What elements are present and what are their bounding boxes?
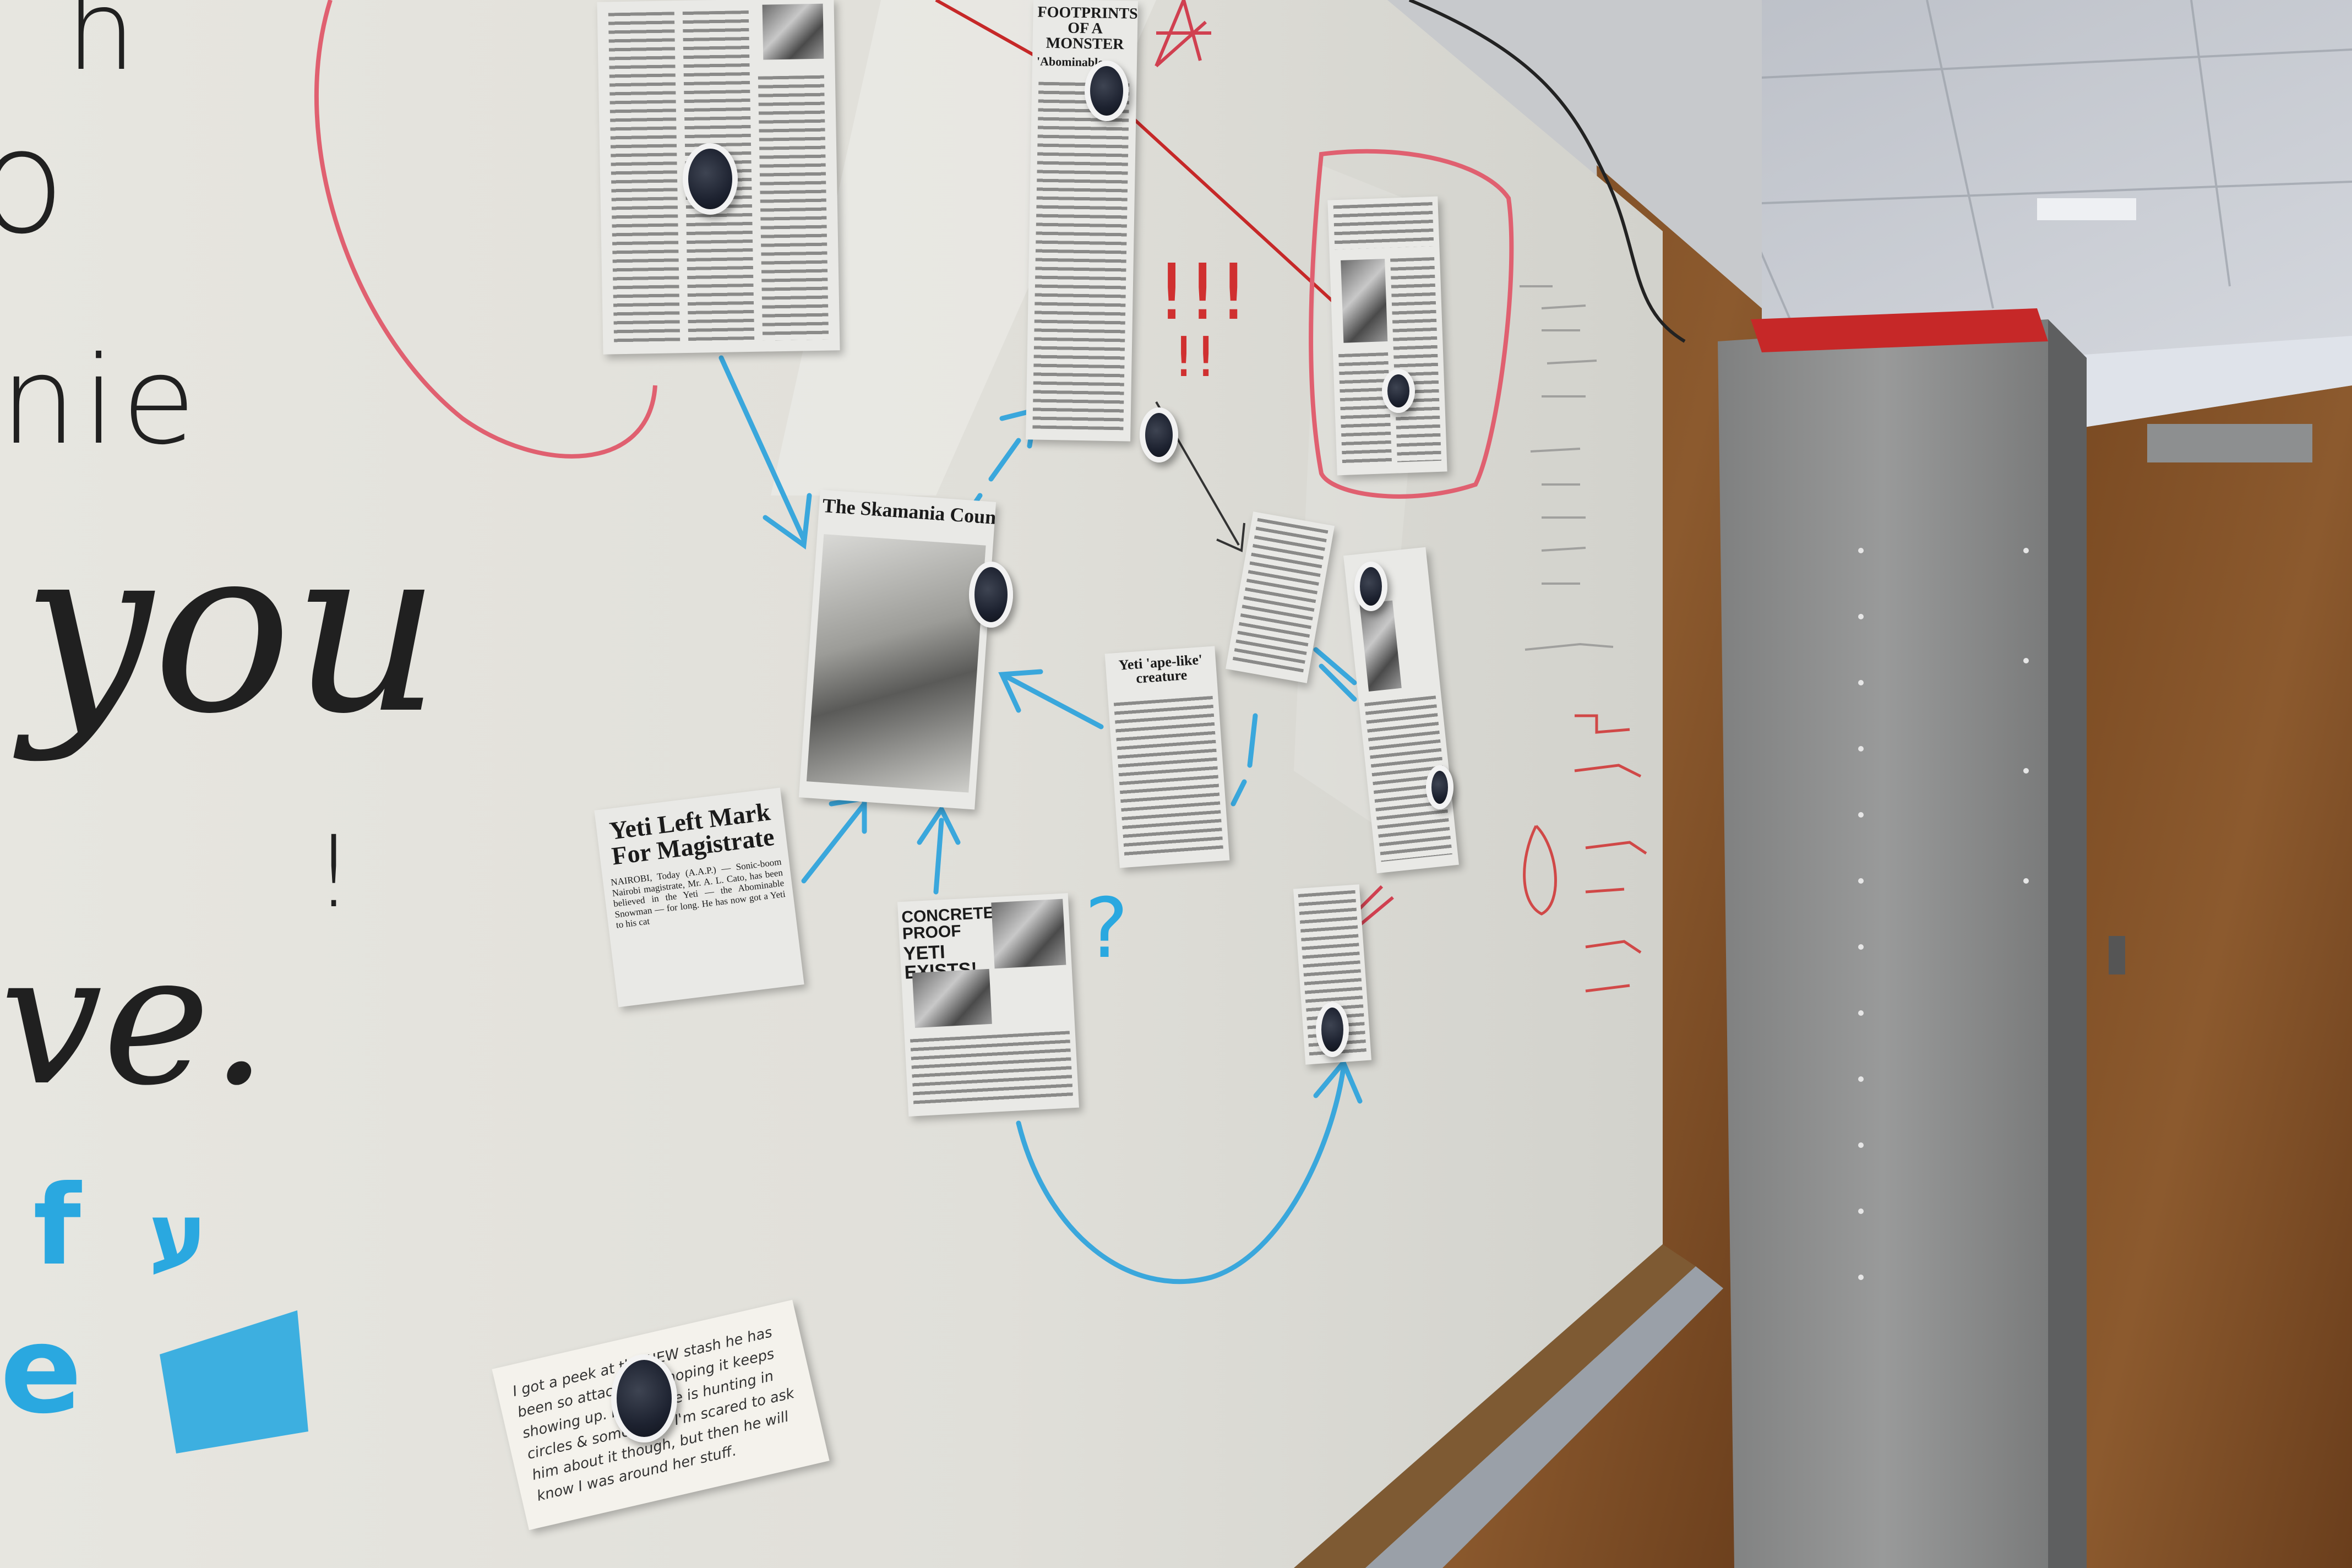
ape-like-headline: Yeti 'ape-like' creature <box>1118 651 1203 687</box>
handwriting-line3: nie <box>0 330 202 471</box>
blue-arrow-2 <box>1005 674 1104 729</box>
clipping-framed-right <box>1327 196 1447 476</box>
blue-arrow-curve <box>1016 1065 1346 1284</box>
cable <box>1408 0 1686 343</box>
blue-question-mark: ? <box>1085 881 1129 977</box>
handwriting-line1: h <box>66 0 136 95</box>
magnet-5 <box>969 562 1013 628</box>
blue-letters-hebrew: ע <box>149 1184 208 1287</box>
handwriting-line6: ve. <box>0 914 268 1125</box>
red-exclamations: !!! <box>1156 248 1249 337</box>
red-star <box>1155 0 1211 68</box>
blue-letters-f: f <box>33 1162 81 1290</box>
magnet-6 <box>1354 562 1387 611</box>
magnet-9 <box>611 1354 677 1442</box>
wood-door <box>2070 385 2352 1568</box>
red-frame-right <box>1309 149 1514 499</box>
blue-arrow-4 <box>933 818 944 895</box>
magnet-2 <box>1085 61 1129 121</box>
handwriting-line2: o <box>0 99 66 265</box>
magnet-8 <box>1316 1002 1349 1057</box>
board-frame <box>1431 165 1762 1568</box>
clipping-yeti-left-mark: Yeti Left Mark For Magistrate NAIROBI, T… <box>594 787 804 1008</box>
blue-letters-e: e <box>0 1299 83 1440</box>
clipping-footprints: FOOTPRINTS OF A MONSTER 'Abominable <box>1026 0 1138 442</box>
clipping-concrete-proof: CONCRETE PROOF YETI EXISTS! <box>897 893 1079 1117</box>
concrete-proof-headline-top: CONCRETE PROOF <box>901 903 995 943</box>
red-circle-left <box>314 0 657 459</box>
handwriting-line5: ! <box>314 815 354 930</box>
footprints-headline: FOOTPRINTS OF A MONSTER <box>1037 3 1138 53</box>
magnet-4 <box>1382 369 1415 413</box>
red-exclamations-2: !! <box>1173 325 1217 389</box>
metal-cabinet <box>1718 319 2048 1568</box>
clipping-skamania: The Skamania County Pio <box>798 489 997 810</box>
handwriting-line4: you <box>22 496 441 765</box>
clipping-ape-like: Yeti 'ape-like' creature <box>1104 646 1230 868</box>
magnet-7 <box>1426 765 1453 809</box>
blue-arrow-1 <box>718 355 807 542</box>
magnet-3 <box>1140 407 1178 462</box>
magnet-1 <box>683 143 738 215</box>
blue-scribble <box>160 1310 308 1453</box>
blue-arrow-3 <box>801 801 867 884</box>
